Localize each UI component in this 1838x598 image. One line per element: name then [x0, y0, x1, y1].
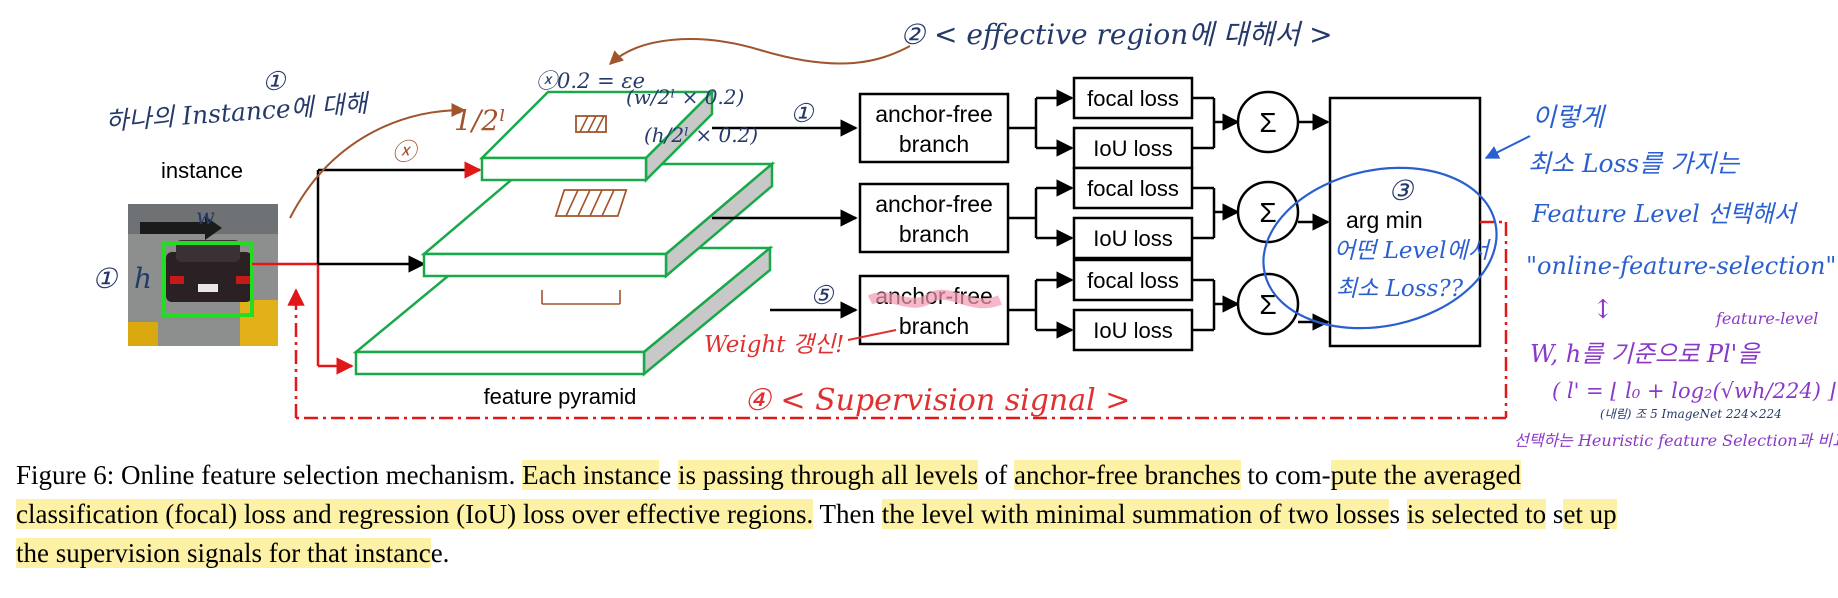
caption-text-5: Then	[813, 499, 882, 529]
weight-arrow	[847, 329, 897, 341]
brown-top-curve	[608, 38, 911, 65]
feature-pyramid-label: feature pyramid	[484, 384, 637, 409]
instance-label: instance	[161, 158, 243, 183]
korean-instance-note: 하나의 Instance에 대해	[104, 89, 371, 136]
updown-arrow: ↕	[1592, 295, 1614, 325]
iou-loss-label: IoU loss	[1093, 318, 1172, 343]
pink-scribble	[867, 289, 1002, 309]
right-blue-4: "online-feature-selection"	[1526, 252, 1836, 280]
iou-loss-label: IoU loss	[1093, 136, 1172, 161]
figure-caption: Figure 6: Online feature selection mecha…	[16, 456, 1636, 573]
blue-pointer	[1484, 135, 1531, 159]
purple-bottom: 선택하는 Heuristic feature Selection과 비교	[1514, 431, 1838, 450]
loss-merge-arrows	[1192, 278, 1240, 332]
circle5: ⑤	[810, 281, 835, 311]
supervision-note: ④ < Supervision signal >	[744, 383, 1130, 418]
right-blue-3: Feature Level 선택해서	[1531, 200, 1799, 228]
formula: ( l' = ⌊ l₀ + log₂(√wh/224) ⌋ )	[1552, 379, 1838, 403]
caption-text-4: to com-	[1240, 460, 1331, 490]
handwritten-annotations: ① 하나의 Instance에 대해 ① h w ⓧ 1/2ˡ ⓧ0.2 = ε…	[92, 18, 1838, 450]
h-scale-note: (h/2ˡ × 0.2)	[644, 123, 758, 147]
branch-label-line1: anchor-free	[875, 191, 993, 217]
formula-sub: (내림) 조 5 ImageNet 224×224	[1600, 407, 1782, 421]
sum-symbol: Σ	[1259, 289, 1276, 320]
blue-ellipse	[1262, 166, 1498, 330]
loss-merge-arrows	[1192, 186, 1240, 240]
circle1-left: ①	[92, 262, 119, 295]
sum-symbol: Σ	[1259, 197, 1276, 228]
branch-label-line2: branch	[899, 221, 969, 247]
caption-text-2: e	[659, 460, 679, 490]
pyramid-level-top-front	[480, 156, 648, 182]
branch-fork-arrows	[1008, 271, 1074, 339]
sum-to-argmin-arrows	[1298, 113, 1330, 331]
right-blue-1: 이렇게	[1532, 103, 1607, 133]
circle2-note: ② < effective region에 대해서 >	[900, 18, 1333, 51]
sum-circle	[1236, 272, 1300, 336]
iou-loss-box	[1072, 308, 1194, 352]
half-l-note: 1/2ˡ	[454, 104, 506, 137]
caption-text-8: e.	[430, 538, 450, 568]
iou-loss-label: IoU loss	[1093, 226, 1172, 251]
caption-text-3: of	[978, 460, 1015, 490]
eps-note: ⓧ0.2 = εe	[536, 69, 645, 93]
focal-loss-label: focal loss	[1087, 176, 1179, 201]
pyramid-level-bottom-front	[354, 350, 646, 376]
loss-merge-arrows	[1192, 96, 1240, 150]
argmin-label: arg min	[1346, 207, 1423, 233]
instance-red-arrows	[252, 262, 354, 375]
anchor-free-branch-box	[858, 92, 1010, 164]
feature-level-small: feature-level	[1715, 309, 1818, 328]
caption-highlight-3: anchor-free branches	[1014, 460, 1241, 490]
focal-loss-box	[1072, 166, 1194, 210]
branch-label-line2: branch	[899, 313, 969, 339]
iou-loss-box	[1072, 126, 1194, 170]
focal-loss-label: focal loss	[1087, 268, 1179, 293]
branch-fork-arrows	[1008, 179, 1074, 247]
pyramid-to-branch-arrows	[712, 119, 858, 319]
focal-loss-box	[1072, 258, 1194, 302]
caption-highlight-6: is selected to	[1406, 499, 1547, 529]
supervision-signal-loop	[287, 220, 1508, 420]
x-mark: ⓧ	[392, 138, 420, 166]
circle3: ③	[1388, 174, 1415, 207]
blue-korean-1: 어떤 Level에서	[1334, 238, 1492, 264]
caption-prefix: Figure 6:	[16, 460, 115, 490]
focal-loss-box	[1072, 76, 1194, 120]
caption-highlight-5: the level with minimal summation of two …	[881, 499, 1390, 529]
w-label: w	[196, 205, 215, 230]
branch-label-line2: branch	[899, 131, 969, 157]
caption-highlight-2: is passing through all levels	[678, 460, 979, 490]
pyramid-level-middle-front	[422, 252, 668, 278]
weight-note: Weight 갱신!	[704, 332, 844, 358]
iou-loss-box	[1072, 216, 1194, 260]
purple-line: W, h를 기준으로 Pl'을	[1530, 340, 1761, 368]
caption-text-7: s	[1546, 499, 1564, 529]
circle1-top: ①	[262, 67, 287, 97]
blue-korean-2: 최소 Loss??	[1336, 276, 1464, 302]
feature-pyramid	[352, 88, 776, 377]
h-label: h	[134, 262, 152, 295]
brown-curve-arrow	[289, 103, 466, 219]
sum-symbol: Σ	[1259, 107, 1276, 138]
pyramid-input-arrows	[316, 161, 482, 273]
instance-image	[128, 204, 278, 346]
w-scale-note: (w/2ˡ × 0.2)	[626, 85, 744, 109]
circle1-mid: ①	[790, 99, 815, 129]
caption-text-6: s	[1389, 499, 1407, 529]
argmin-box	[1328, 96, 1482, 348]
right-blue-2: 최소 Loss를 가지는	[1528, 149, 1741, 178]
branch-fork-arrows	[1008, 89, 1074, 157]
caption-highlight-1: Each instanc	[522, 460, 660, 490]
caption-text-1: Online feature selection mechanism.	[114, 460, 523, 490]
branch-label-line1: anchor-free	[875, 101, 993, 127]
focal-loss-label: focal loss	[1087, 86, 1179, 111]
